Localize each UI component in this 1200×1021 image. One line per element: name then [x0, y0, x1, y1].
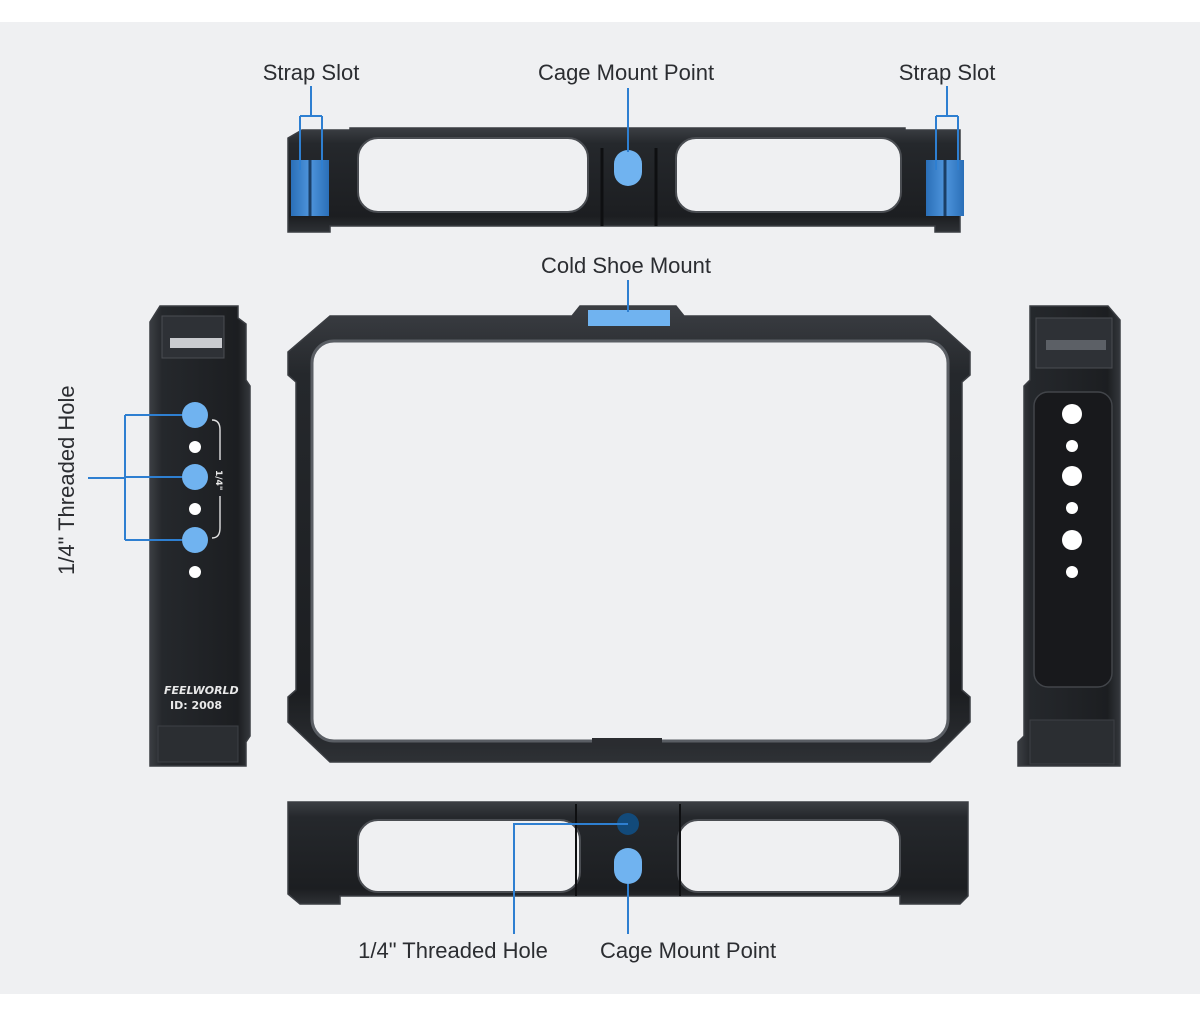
strap-slot-right-label: Strap Slot	[898, 60, 996, 85]
threaded-hole-side-3	[182, 527, 208, 553]
main-frame	[287, 305, 971, 763]
right-hole-1	[1062, 404, 1082, 424]
cold-shoe-mount	[588, 310, 670, 326]
right-hole-6	[1066, 566, 1078, 578]
id-engraving: ID: 2008	[170, 699, 222, 712]
strap-slot-left-label: Strap Slot	[262, 60, 360, 85]
threaded-hole-side-label: 1/4" Threaded Hole	[54, 385, 79, 575]
right-hole-4	[1066, 502, 1078, 514]
leader-strap-slot-right	[935, 86, 959, 170]
right-side-plate	[1017, 305, 1121, 767]
left-side-plate: 1/4" FEELWORLD ID: 2008	[149, 305, 251, 767]
strap-slot-left	[291, 160, 329, 216]
cold-shoe-label: Cold Shoe Mount	[541, 253, 711, 278]
right-hole-3	[1062, 466, 1082, 486]
small-hole-side-3	[189, 566, 201, 578]
brand-engraving: FEELWORLD	[164, 684, 239, 697]
leader-threaded-hole-side	[88, 414, 182, 541]
top-bar	[287, 127, 964, 233]
leader-threaded-hole-bottom	[513, 823, 628, 934]
bottom-bar	[287, 801, 969, 905]
cage-mount-top-label: Cage Mount Point	[537, 60, 715, 85]
threaded-hole-side-2	[182, 464, 208, 490]
small-hole-side-1	[189, 441, 201, 453]
leader-lines	[88, 86, 959, 934]
right-hole-2	[1066, 440, 1078, 452]
cage-mount-point-bottom	[614, 848, 642, 884]
cage-mount-point-top	[614, 150, 642, 186]
threaded-hole-side-1	[182, 402, 208, 428]
right-hole-5	[1062, 530, 1082, 550]
leader-strap-slot-left	[299, 86, 323, 170]
cage-mount-bottom-label: Cage Mount Point	[599, 938, 777, 963]
thread-size-mark: 1/4"	[213, 470, 223, 491]
threaded-hole-bottom-label: 1/4" Threaded Hole	[358, 938, 548, 963]
small-hole-side-2	[189, 503, 201, 515]
